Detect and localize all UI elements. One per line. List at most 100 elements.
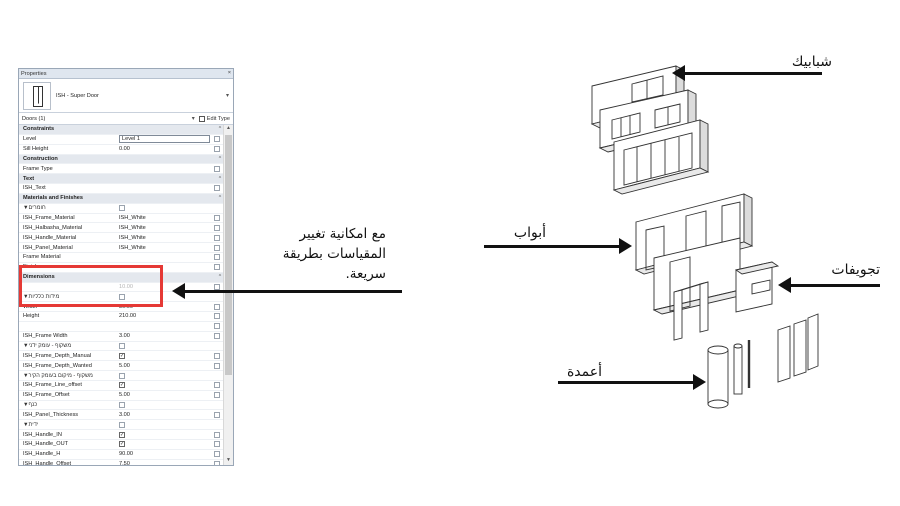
property-row[interactable]: ▼ידית	[19, 420, 224, 431]
associate-parameter-icon[interactable]	[119, 293, 125, 300]
property-row[interactable]: ISH_Frame_Line_offset✓	[19, 381, 224, 391]
associate-parameter-icon[interactable]	[214, 215, 220, 222]
associate-parameter-icon[interactable]	[214, 303, 220, 310]
property-row[interactable]: ▼חומרים	[19, 204, 224, 214]
associate-parameter-icon[interactable]	[119, 402, 125, 409]
property-value[interactable]: ✓	[119, 431, 214, 438]
property-value[interactable]: 5.00	[119, 392, 130, 399]
property-value[interactable]: 10.00	[119, 283, 133, 290]
filter-dropdown-icon[interactable]: ▾	[191, 116, 195, 122]
property-value[interactable]: 3.00	[119, 411, 130, 418]
property-value[interactable]: 0.00	[119, 146, 130, 153]
property-value[interactable]: 7.50	[119, 461, 130, 465]
collapse-icon[interactable]: ⌃	[217, 274, 223, 281]
associate-parameter-icon[interactable]	[214, 411, 220, 418]
property-row[interactable]: Frame Type	[19, 164, 224, 175]
property-row[interactable]: Frame Material	[19, 253, 224, 263]
property-value[interactable]: 210.00	[119, 313, 137, 320]
collapse-icon[interactable]: ⌃	[217, 155, 223, 162]
associate-parameter-icon[interactable]	[214, 146, 220, 153]
instance-filter[interactable]: Doors (1)	[22, 115, 46, 122]
associate-parameter-icon[interactable]	[214, 362, 220, 369]
associate-parameter-icon[interactable]	[214, 224, 220, 231]
checked-checkbox[interactable]: ✓	[119, 431, 125, 438]
scroll-down-icon[interactable]: ▼	[226, 457, 231, 463]
property-value[interactable]: ✓	[119, 382, 214, 389]
property-value[interactable]: ✓	[119, 352, 214, 359]
property-value[interactable]: 3.00	[119, 333, 130, 340]
type-selector[interactable]: ISH - Super Door ▾	[19, 79, 233, 113]
collapse-icon[interactable]: ⌃	[217, 126, 223, 133]
associate-parameter-icon[interactable]	[214, 234, 220, 241]
scroll-up-icon[interactable]: ▲	[226, 125, 231, 131]
property-group-header[interactable]: Materials and Finishes⌃	[19, 193, 224, 204]
associate-parameter-icon[interactable]	[214, 165, 220, 172]
associate-parameter-icon[interactable]	[214, 323, 220, 330]
associate-parameter-icon[interactable]	[119, 205, 125, 212]
associate-parameter-icon[interactable]	[214, 382, 220, 389]
associate-parameter-icon[interactable]	[214, 333, 220, 340]
associate-parameter-icon[interactable]	[214, 185, 220, 192]
associate-parameter-icon[interactable]	[214, 136, 220, 143]
property-row[interactable]: ISH_Handle_OUT✓	[19, 440, 224, 450]
checked-checkbox[interactable]: ✓	[119, 441, 125, 448]
property-row[interactable]: 10.00	[19, 283, 224, 293]
associate-parameter-icon[interactable]	[214, 431, 220, 438]
edit-type-button[interactable]: Edit Type	[198, 115, 230, 122]
property-value[interactable]: 90.00	[119, 451, 133, 458]
scroll-thumb[interactable]	[225, 135, 232, 375]
associate-parameter-icon[interactable]	[119, 342, 125, 349]
property-row[interactable]: ▼משקוף - עומק ידני	[19, 342, 224, 352]
property-value[interactable]: ISH_White	[119, 234, 146, 241]
property-group-header[interactable]: Constraints⌃	[19, 125, 224, 135]
property-group-header[interactable]: Text⌃	[19, 174, 224, 185]
property-value[interactable]: ISH_White	[119, 215, 146, 222]
associate-parameter-icon[interactable]	[214, 313, 220, 320]
properties-scrollbar[interactable]: ▲ ▼	[223, 125, 233, 465]
associate-parameter-icon[interactable]	[214, 244, 220, 251]
chevron-down-icon[interactable]: ▾	[225, 93, 229, 99]
associate-parameter-icon[interactable]	[119, 372, 125, 379]
collapse-icon[interactable]: ⌃	[217, 195, 223, 202]
associate-parameter-icon[interactable]	[214, 352, 220, 359]
property-group-header[interactable]: Construction⌃	[19, 154, 224, 165]
associate-parameter-icon[interactable]	[214, 392, 220, 399]
property-value[interactable]: ✓	[119, 441, 214, 448]
property-value[interactable]: 5.00	[119, 362, 130, 369]
property-value[interactable]: ISH_White	[119, 244, 146, 251]
associate-parameter-icon[interactable]	[214, 254, 220, 261]
property-row[interactable]	[19, 322, 224, 332]
property-row[interactable]: ISH_Frame_Depth_Manual✓	[19, 351, 224, 362]
property-value[interactable]: ISH_White	[119, 224, 146, 231]
property-row[interactable]: ▼כנף	[19, 401, 224, 411]
associate-parameter-icon[interactable]	[214, 283, 220, 290]
close-icon[interactable]: ×	[227, 70, 231, 76]
property-row[interactable]: ISH_Text	[19, 184, 224, 194]
property-row[interactable]: ▼מידות כלליות	[19, 292, 224, 303]
associate-parameter-icon[interactable]	[119, 421, 125, 428]
property-group-header[interactable]: Dimensions⌃	[19, 272, 224, 283]
property-row[interactable]: ▼משקוף - מיקום בעומק הקיר	[19, 371, 224, 381]
collapse-icon[interactable]: ⌃	[217, 175, 223, 182]
property-value-input[interactable]: Level 1	[119, 135, 210, 144]
checked-checkbox[interactable]: ✓	[119, 382, 125, 389]
associate-parameter-icon[interactable]	[214, 461, 220, 465]
associate-parameter-icon[interactable]	[214, 451, 220, 458]
property-row[interactable]: ISH_Handle_IN✓	[19, 430, 224, 440]
checked-checkbox[interactable]: ✓	[119, 352, 125, 359]
associate-parameter-icon[interactable]	[214, 264, 220, 271]
associate-parameter-icon[interactable]	[214, 441, 220, 448]
